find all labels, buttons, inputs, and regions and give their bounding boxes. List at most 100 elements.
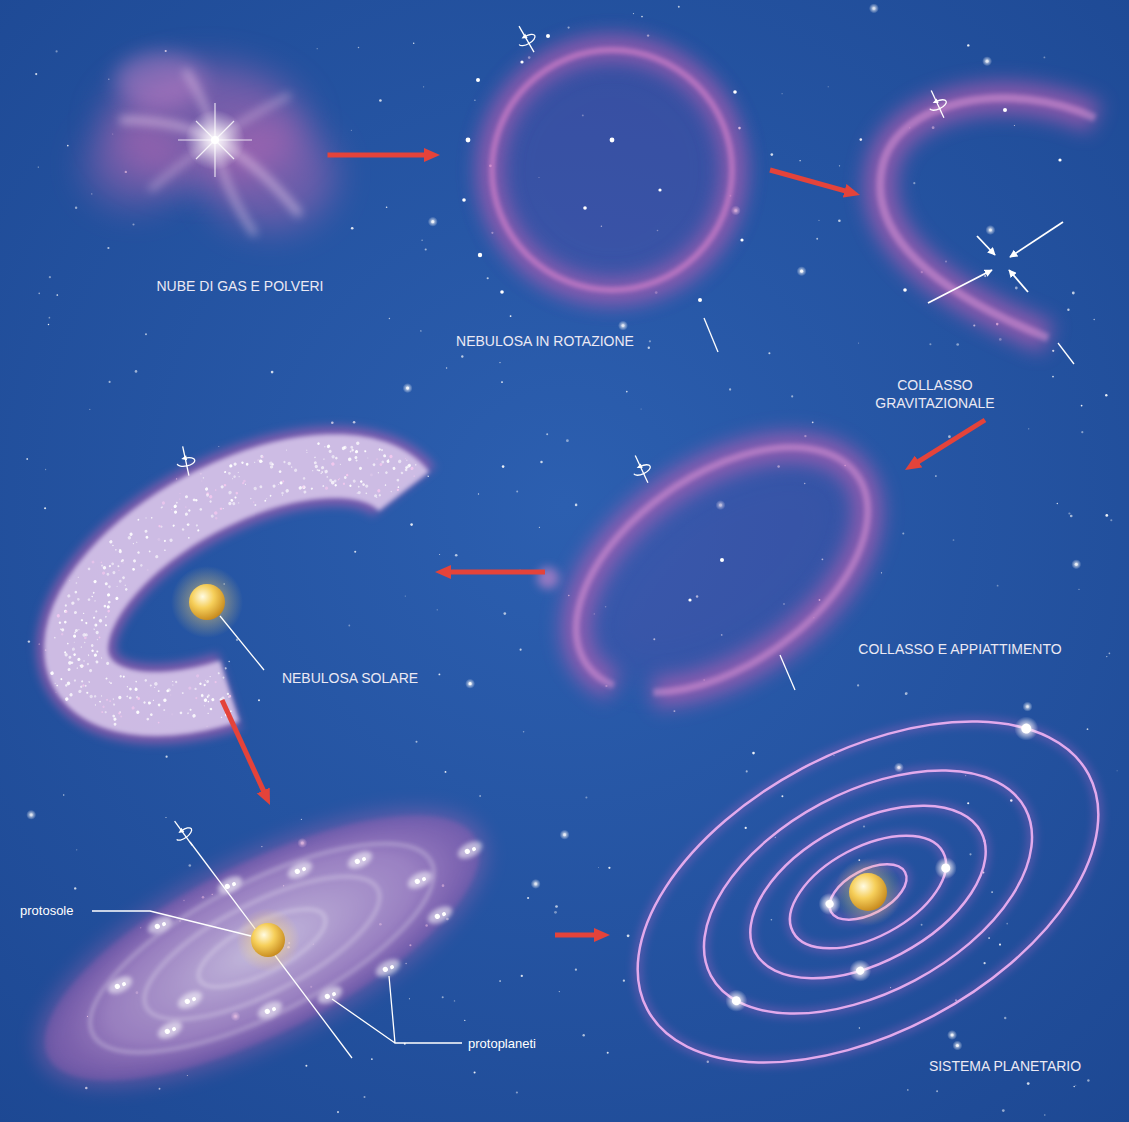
star-field [534,882,537,885]
stage-label: SISTEMA PLANETARIO [929,1057,1081,1075]
star-field [546,433,548,435]
dust-speckle [118,579,122,583]
dust-speckle [186,523,188,525]
dust-speckle [185,506,187,508]
star-field [633,13,634,14]
dust-speckle [71,601,75,605]
protoplanet [105,838,485,1042]
dust-speckle [188,537,190,539]
dust-speckle [106,698,109,701]
dust-speckle [73,610,77,614]
star-field [521,975,523,977]
star-field [348,625,350,627]
dust-speckle [101,657,103,659]
star-field [768,352,770,354]
dust-speckle [110,682,112,684]
dust-speckle [314,456,316,458]
dust-speckle [96,639,98,641]
protoplanet [105,973,135,997]
dust-speckle [81,680,84,683]
dust-speckle [153,699,155,701]
dust-speckle [126,695,128,697]
star-field [752,752,755,755]
dust-speckle [109,540,113,544]
dust-speckle [176,509,177,510]
star-field [351,227,354,230]
protoplanet [285,858,315,882]
star-field [1057,503,1059,505]
dust-speckle [67,594,71,598]
dust-speckle [358,466,362,470]
star-field [881,572,882,573]
star-field [982,56,992,66]
dust-speckle [71,647,75,651]
collapsing-cloud [1058,158,1061,161]
dust-speckle [228,501,232,505]
dust-speckle [93,579,97,583]
dust-speckle [254,504,257,507]
star-field [469,682,472,685]
dust-speckle [135,680,137,682]
dust-speckle [245,462,249,466]
dust-speckle [202,477,204,479]
dust-speckle [285,489,290,494]
dust-speckle [87,598,91,602]
dust-speckle [146,717,150,721]
star-field [135,370,138,373]
protoplanet [175,988,205,1012]
stage-region: SISTEMA PLANETARIO [610,740,1120,1085]
dust-speckle [324,469,329,474]
star-field [425,248,427,250]
star-field [641,409,642,410]
dust-speckle [217,672,220,675]
star-field [945,261,947,263]
dust-speckle [316,469,318,471]
flow-arrow [555,933,600,938]
dust-speckle [226,692,229,695]
protoplanet [389,964,394,969]
star-field [575,504,578,507]
planetary-system [730,995,742,1007]
planetary-system [845,956,875,986]
collapsing-cloud [903,288,907,292]
callout-label: protoplaneti [468,1035,536,1053]
star-field [145,333,147,335]
star-field [999,944,1001,946]
rotating-nebula [704,318,718,352]
dust-speckle [172,681,174,683]
dust-speckle [195,674,199,678]
planetary-system [834,858,902,926]
star-field [258,699,260,701]
star-field [1027,1082,1030,1085]
star-field [869,3,879,13]
protoplanet [414,878,421,885]
star-field [527,897,529,899]
protoplanet [425,903,455,927]
dust-speckle [103,604,106,607]
dust-speckle [260,454,264,458]
dust-speckle [278,484,279,485]
dust-speckle [88,654,89,655]
protoplanet [324,993,331,1000]
dust-speckle [279,481,283,485]
star-field [75,207,77,209]
star-field [969,853,971,855]
dust-speckle [154,687,156,689]
star-field [415,741,417,743]
star-field [38,293,40,295]
star-field [540,461,543,464]
dust-speckle [106,572,110,576]
protoplanetary-disk [10,763,515,1122]
flattening-cloud [720,558,724,562]
dust-speckle [102,705,105,708]
dust-speckle [206,696,209,699]
star-field [442,996,444,998]
star-field [1052,376,1054,378]
dust-speckle [73,653,77,657]
dust-speckle [381,449,384,452]
stage-label: NEBULOSA IN ROTAZIONE [456,332,634,350]
dust-speckle [104,582,108,586]
dust-speckle [91,595,93,597]
star-field [26,458,28,460]
planetary-system [721,986,751,1016]
